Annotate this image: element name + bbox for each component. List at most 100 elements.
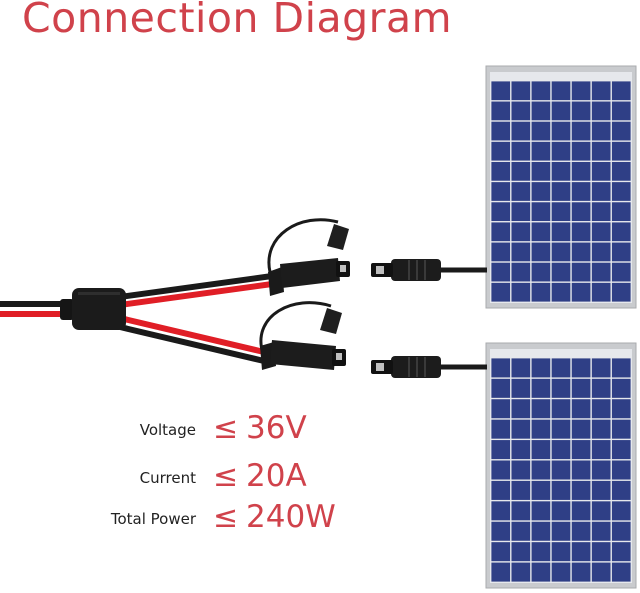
voltage-value: 36V — [246, 410, 307, 446]
solar-cell — [551, 460, 571, 480]
solar-cell — [491, 419, 511, 439]
solar-cell — [491, 399, 511, 419]
solar-cell — [531, 121, 551, 141]
panel-top-sae-connector — [371, 259, 441, 281]
solar-cell — [531, 81, 551, 101]
solar-panel-bottom — [485, 342, 637, 589]
solar-cell — [511, 182, 531, 201]
solar-cell — [491, 161, 511, 181]
solar-cell — [551, 202, 571, 222]
solar-cell — [611, 542, 631, 562]
solar-cell — [491, 480, 511, 500]
solar-cell — [551, 161, 571, 181]
solar-cell — [571, 440, 591, 460]
solar-cell — [551, 378, 571, 398]
current-label: Current — [139, 469, 196, 487]
solar-cell — [491, 222, 511, 242]
solar-cell — [551, 501, 571, 521]
solar-cell — [511, 521, 531, 541]
solar-cell — [611, 242, 631, 262]
solar-cell — [611, 358, 631, 378]
solar-cell — [531, 419, 551, 439]
solar-cell — [531, 542, 551, 562]
solar-cell — [491, 378, 511, 398]
solar-cell — [531, 378, 551, 398]
solar-cell — [551, 521, 571, 541]
solar-cell — [571, 161, 591, 181]
solar-cell — [531, 562, 551, 582]
solar-cell — [551, 222, 571, 242]
solar-cell — [571, 501, 591, 521]
solar-cell — [511, 242, 531, 262]
solar-cell — [511, 460, 531, 480]
solar-cell — [491, 202, 511, 222]
solar-cell — [611, 101, 631, 121]
solar-cell — [531, 222, 551, 242]
total-power-label: Total Power — [110, 510, 196, 528]
solar-cell — [571, 242, 591, 262]
solar-cell — [511, 81, 531, 101]
solar-cell — [531, 242, 551, 262]
branch-cable-bottom — [119, 315, 265, 364]
solar-cell — [591, 399, 611, 419]
solar-cell — [511, 222, 531, 242]
solar-cell — [531, 501, 551, 521]
solar-cell — [551, 358, 571, 378]
solar-cell — [571, 202, 591, 222]
solar-cell — [571, 419, 591, 439]
solar-cell — [551, 141, 571, 161]
solar-cell — [511, 141, 531, 161]
solar-cell — [591, 501, 611, 521]
solar-cell — [551, 121, 571, 141]
solar-cell — [591, 262, 611, 282]
solar-cell — [531, 141, 551, 161]
solar-cell — [571, 562, 591, 582]
solar-cell — [611, 282, 631, 302]
dust-cap-top — [267, 218, 349, 273]
solar-cell — [611, 121, 631, 141]
solar-cell — [491, 81, 511, 101]
solar-cell — [571, 141, 591, 161]
splitter-bottom-sae-connector — [260, 340, 346, 370]
solar-cell — [551, 262, 571, 282]
solar-cell — [551, 480, 571, 500]
solar-cell — [531, 521, 551, 541]
solar-cell — [491, 182, 511, 201]
solar-cell — [491, 242, 511, 262]
solar-cell — [531, 399, 551, 419]
solar-cell — [611, 399, 631, 419]
solar-cell — [591, 101, 611, 121]
solar-cell — [511, 542, 531, 562]
solar-cell — [491, 282, 511, 302]
solar-cell — [591, 202, 611, 222]
branch-cable-top — [119, 273, 273, 308]
solar-cell — [611, 378, 631, 398]
solar-cell — [551, 542, 571, 562]
solar-cell — [551, 562, 571, 582]
solar-cell — [531, 262, 551, 282]
solar-cell — [491, 101, 511, 121]
solar-cell — [491, 460, 511, 480]
solar-cell — [511, 501, 531, 521]
solar-cell — [611, 521, 631, 541]
solar-cell — [531, 440, 551, 460]
solar-cell — [491, 542, 511, 562]
solar-cell — [511, 440, 531, 460]
solar-cell — [571, 542, 591, 562]
solar-cell — [611, 81, 631, 101]
solar-cell — [511, 378, 531, 398]
solar-cell — [551, 242, 571, 262]
solar-cell — [531, 480, 551, 500]
solar-cell — [531, 460, 551, 480]
solar-cell — [571, 262, 591, 282]
solar-cell — [591, 222, 611, 242]
solar-cell — [551, 440, 571, 460]
solar-cell — [491, 141, 511, 161]
solar-cell — [611, 480, 631, 500]
solar-cell — [591, 562, 611, 582]
solar-cell — [551, 399, 571, 419]
solar-cell — [551, 101, 571, 121]
solar-cell — [511, 358, 531, 378]
solar-cell — [571, 521, 591, 541]
